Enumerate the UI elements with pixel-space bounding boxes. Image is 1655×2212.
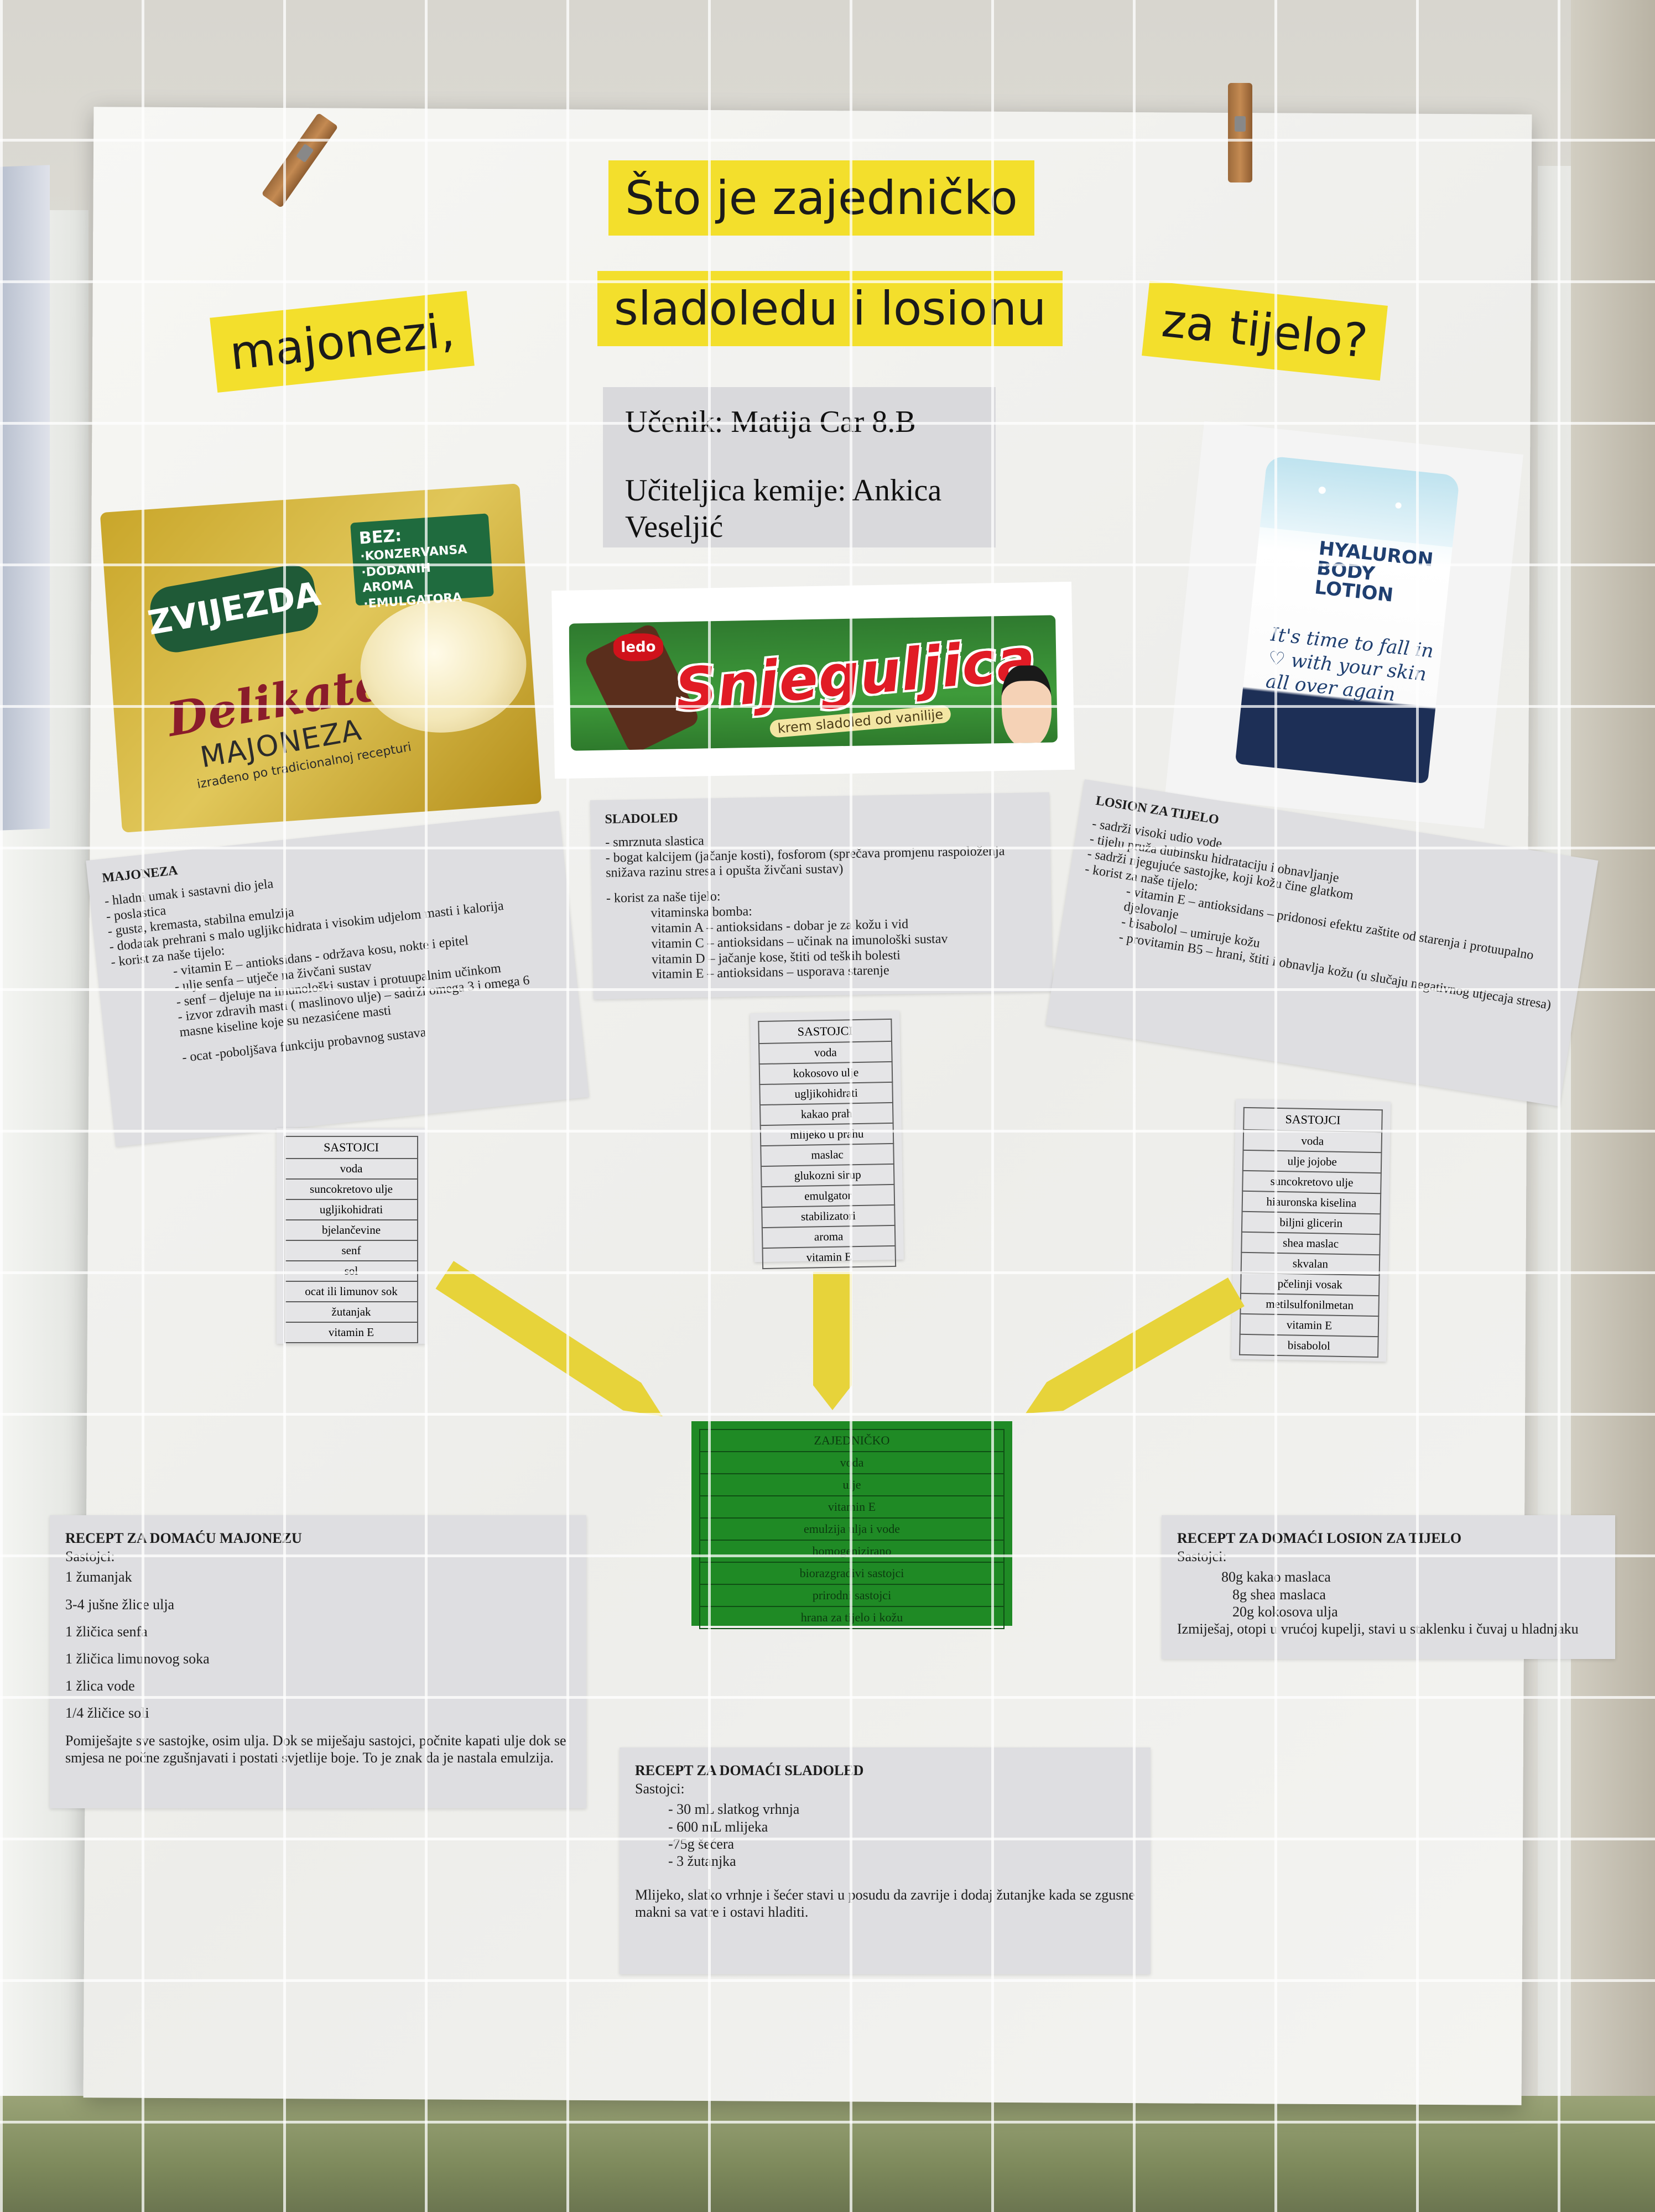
recipe-item: - 600 mL mlijeka [668, 1818, 768, 1835]
recipe-item: 8g shea maslaca [1232, 1586, 1326, 1603]
mayo-brand-logo: ZVIJEZDA [145, 561, 324, 656]
clothespin-right [1228, 83, 1252, 182]
icecream-name: Snjeguljica [672, 625, 1039, 724]
table-row: stabilizatori [762, 1204, 895, 1228]
table-row: homogenizirano [699, 1540, 1005, 1563]
table-row: bjelančevine [284, 1219, 418, 1241]
table-row: emulgator [761, 1184, 895, 1208]
table-row: voda [759, 1041, 892, 1065]
recipe-method: Mlijeko, slatko vrhnje i šećer stavi u p… [635, 1887, 1135, 1921]
ground-grass [0, 2096, 1655, 2212]
recipe-item: -75g šećera [668, 1835, 735, 1852]
recipe-label: Sastojci: [1177, 1548, 1227, 1565]
student-name: Učenik: Matija Car 8.B [625, 405, 916, 439]
table-header: SASTOJCI [284, 1136, 418, 1159]
recipe-item: 1/4 žličice soli [65, 1705, 149, 1721]
table-row: suncokretovo ulje [284, 1178, 418, 1200]
ingredients-table-majoneza: SASTOJCI voda suncokretovo ulje ugljikoh… [277, 1128, 426, 1344]
recipe-method: Pomiješajte sve sastojke, osim ulja. Dok… [65, 1732, 566, 1766]
table-row: ulje [699, 1473, 1005, 1496]
table-row: suncokretovo ulje [1242, 1170, 1381, 1194]
recipe-item: 20g kokosova ulja [1232, 1603, 1338, 1620]
table-row: metilsulfonilmetan [1240, 1293, 1379, 1317]
recipe-item: - 3 žutanjka [668, 1853, 736, 1869]
table-row: ugljikohidrati [284, 1199, 418, 1220]
recipe-majoneza: RECEPT ZA DOMAĆU MAJONEZU Sastojci: 1 žu… [50, 1515, 586, 1808]
info-sladoled-heading: SLADOLED [605, 811, 678, 827]
author-box: Učenik: Matija Car 8.B Učiteljica kemije… [603, 387, 996, 547]
icecream-package-photo: ledo Snjeguljica krem sladoled od vanili… [551, 581, 1075, 779]
icecream-wrapper: ledo Snjeguljica krem sladoled od vanili… [569, 615, 1058, 751]
table-row: voda [699, 1451, 1005, 1474]
table-row: vitamin E [699, 1495, 1005, 1519]
recipe-sladoled: RECEPT ZA DOMAĆI SLADOLED Sastojci: - 30… [620, 1747, 1151, 1974]
table-header: ZAJEDNIČKO [699, 1429, 1005, 1452]
table-row: hrana za tijelo i kožu [699, 1606, 1005, 1629]
lotion-brand: HYALURON BODY LOTION [1314, 538, 1452, 612]
table-row: skvalan [1241, 1252, 1380, 1276]
table-header: SASTOJCI [758, 1019, 892, 1044]
recipe-item: 1 žlica vode [65, 1678, 135, 1694]
table-row: biljni glicerin [1241, 1211, 1381, 1235]
table-row: voda [1243, 1129, 1382, 1153]
table-row: glukozni sirup [761, 1164, 894, 1187]
ingredients-table-sladoled: SASTOJCI voda kokosovo ulje ugljikohidra… [750, 1010, 904, 1269]
table-row: žutanjak [284, 1301, 418, 1323]
mayonnaise-package-photo: ZVIJEZDA Delikates MAJONEZA izrađeno po … [100, 483, 542, 833]
table-row: kokosovo ulje [759, 1061, 893, 1085]
title-sladoledu-losionu: sladoledu i losionu [597, 271, 1063, 346]
table-row: ocat ili limunov sok [284, 1281, 418, 1302]
table-row: vitamin E [1240, 1313, 1379, 1337]
info-sladoled: SLADOLED - smrznuta slastica - bogat kal… [590, 792, 1053, 1000]
recipe-label: Sastojci: [635, 1781, 685, 1797]
table-row: hiauronska kiselina [1242, 1191, 1381, 1214]
table-row: emulzija ulja i vode [699, 1517, 1005, 1541]
recipe-item: 1 žličica senfa [65, 1623, 148, 1640]
table-row: maslac [761, 1143, 894, 1167]
recipe-losion: RECEPT ZA DOMAĆI LOSION ZA TIJELO Sastoj… [1162, 1515, 1615, 1659]
info-majoneza: MAJONEZA - hladni umak i sastavni dio je… [86, 811, 589, 1147]
table-row: bisabolol [1240, 1334, 1378, 1358]
lotion-tube: HYALURON BODY LOTION It's time to fall i… [1235, 455, 1460, 784]
table-row: pčelinji vosak [1240, 1272, 1380, 1296]
recipe-heading: RECEPT ZA DOMAĆI LOSION ZA TIJELO [1177, 1530, 1462, 1546]
table-row: aroma [762, 1225, 896, 1249]
mayo-badge: BEZ: ·KONZERVANSA ·DODANIH AROMA ·EMULGA… [350, 513, 494, 611]
recipe-heading: RECEPT ZA DOMAĆI SLADOLED [635, 1762, 864, 1778]
table-header: SASTOJCI [1243, 1107, 1382, 1133]
recipe-heading: RECEPT ZA DOMAĆU MAJONEZU [65, 1530, 302, 1546]
table-row: prirodni sastojci [699, 1584, 1005, 1607]
title-line1: Što je zajedničko [608, 160, 1034, 236]
recipe-item: 3-4 jušne žlice ulja [65, 1596, 175, 1613]
body-lotion-photo: HYALURON BODY LOTION It's time to fall i… [1165, 421, 1523, 829]
recipe-method: Izmiješaj, otopi u vrućoj kupelji, stavi… [1177, 1620, 1579, 1637]
table-row: sol [284, 1260, 418, 1282]
table-row: ugljikohidrati [759, 1082, 893, 1105]
table-row: vitamin E [762, 1245, 896, 1269]
ingredients-table-losion: SASTOJCI voda ulje jojobe suncokretovo u… [1231, 1099, 1391, 1362]
mayo-swirl-image [356, 594, 531, 738]
recipe-item: 1 žličica limunovog soka [65, 1650, 210, 1667]
table-row: mlijeko u prahu [760, 1123, 894, 1146]
lotion-tube-top [1260, 455, 1460, 547]
ledo-logo: ledo [613, 633, 664, 662]
table-row: vitamin E [284, 1322, 418, 1343]
recipe-item: - 30 mL slatkog vrhnja [668, 1801, 800, 1818]
table-row: voda [284, 1158, 418, 1180]
table-row: senf [284, 1240, 418, 1261]
recipe-item: 80g kakao maslaca [1221, 1569, 1331, 1585]
snow-white-illustration [1001, 665, 1053, 748]
table-row: biorazgradivi sastojci [699, 1562, 1005, 1585]
lotion-handwriting: It's time to fall in ♡ with your skin al… [1264, 623, 1435, 706]
arrow-center [813, 1272, 852, 1410]
table-row: shea maslac [1241, 1232, 1380, 1255]
wall-right [1571, 0, 1655, 2212]
recipe-item: 1 žumanjak [65, 1569, 132, 1585]
adjacent-poster-edge [0, 165, 50, 831]
common-ingredients-table: ZAJEDNIČKO voda ulje vitamin E emulzija … [691, 1421, 1012, 1629]
teacher-name: Učiteljica kemije: Ankica Veseljić [625, 473, 942, 545]
recipe-label: Sastojci: [65, 1548, 115, 1565]
table-row: kakao prah [759, 1102, 893, 1126]
table-row: ulje jojobe [1242, 1150, 1382, 1173]
